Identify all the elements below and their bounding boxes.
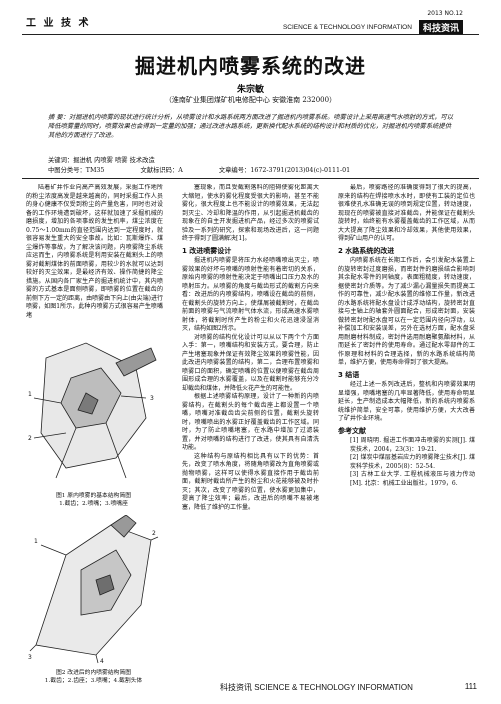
page-footer: 科技资讯 SCIENCE & TECHNOLOGY INFORMATION 11…	[0, 682, 501, 694]
reference-item: [2] 煤炭中煤层基岩应力的喷雾降尘技术[J]. 煤炭科学技术，2005(8)：…	[350, 454, 475, 470]
article-title: 掘进机内喷雾系统的改进	[135, 54, 366, 78]
paragraph: 经过上述一系列改进后，整机和内喷雾效果明显增强，喷嘴堵塞的几率显著降低，使用寿命…	[338, 381, 475, 422]
column-1: 陆着矿井作业向高产高效发展，采掘工作地所的粉尘浓度高发是越来越高的，同时采掘工作…	[26, 184, 163, 334]
reference-item: [1] 周晓明. 掘进工作面冲击喷雾的实测[J]. 煤炭技术，2004，23(3…	[350, 437, 475, 453]
svg-text:2: 2	[28, 435, 32, 442]
author: 朱宗敏	[236, 85, 264, 95]
figure-1: 1 2 3 图1 原内喷雾的基本结构简图 1.截齿；2.喷嘴；3.喷嘴座	[26, 338, 161, 508]
header-rule	[22, 34, 479, 35]
reference-list: [1] 周晓明. 掘进工作面冲击喷雾的实测[J]. 煤炭技术，2004，23(3…	[338, 437, 475, 488]
references-heading: 参考文献	[338, 426, 366, 435]
section-heading-2: 2 水路系统的改进	[338, 246, 395, 255]
keywords: 关键词：掘进机 内喷雾 喷雾 技术改造	[48, 157, 155, 164]
article-number: 文章编号：1672-3791(2013)04(c)-0111-01	[218, 167, 351, 174]
figure-2: 1 2 3 4 图2 改进后的内喷雾结构简图 1.截齿；2.齿座；3.喷嘴；4.截割头…	[26, 514, 161, 685]
journal-name-en: SCIENCE & TECHNOLOGY INFORMATION	[282, 24, 412, 31]
column-2: 塞现象，而且受截割落料的阻碍使雾化距离大大缩短，使水的雾化程度受很大的影响，甚至…	[182, 184, 319, 662]
classification-line: 中图分类号：TM35 文献标识码：A 文章编号：1672-3791(2013)0…	[48, 165, 384, 174]
svg-text:2: 2	[152, 530, 156, 537]
abstract-rule	[22, 178, 479, 179]
page-number: 111	[464, 682, 477, 691]
figure-2-diagram: 1 2 3 4	[28, 514, 159, 665]
section-heading-3: 3 结语	[338, 370, 360, 379]
paragraph: 最后，喷雾路径的准确度得到了很大的提高，原来的结构在焊接喷水水时，即使有工装的定…	[338, 184, 475, 242]
paragraph: 根据上述喷雾结构原理，设计了一种新的内喷雾结构，在截割头的每个截齿座上都设置一个…	[182, 393, 319, 451]
svg-text:1: 1	[34, 538, 38, 545]
paragraph: 塞现象，而且受截割落料的阻碍使雾化距离大大缩短，使水的雾化程度受很大的影响，甚至…	[182, 184, 319, 242]
paragraph: 掘进机内喷雾是将压力水经喷嘴喷出灭尘，喷雾效果的好坏与喷嘴的喷射性能有着密切的关…	[182, 257, 319, 332]
section-heading-1: 1 改进喷雾设计	[182, 246, 232, 255]
column-3: 最后，喷雾路径的准确度得到了很大的提高，原来的结构在焊接喷水水时，即使有工装的定…	[338, 184, 475, 662]
figure-1-diagram: 1 2 3	[28, 342, 157, 479]
reference-item: [3] 古林工业大学. 工程机械液压与液力传动[M]. 北京：机械工业出版社，1…	[350, 471, 475, 487]
svg-text:4: 4	[100, 658, 104, 665]
paragraph: 内喷雾系统在长期工作后，会引发配水装置上的旋转密封过度磨损，而密封件的磨损结合影…	[338, 257, 475, 366]
intro-paragraph: 陆着矿井作业向高产高效发展，采掘工作地所的粉尘浓度高发是越来越高的，同时采掘工作…	[26, 184, 163, 319]
affiliation: （淮南矿业集团煤矿机电修配中心 安徽淮南 232000）	[164, 96, 337, 104]
svg-text:3: 3	[28, 654, 32, 661]
figure-2-caption: 图2 改进后的内喷雾结构简图	[55, 670, 132, 676]
figure-2-legend: 1.截齿；2.齿座；3.喷嘴；4.截割头体	[44, 678, 143, 684]
abstract: 摘 要：对掘进机内喷雾的现状进行统计分析，从喷雾设计和水路系统两方面改进了掘进机…	[48, 114, 454, 139]
paragraph: 对喷雾的结构优化设计可以从以下两个个方面入手：第一，喷嘴结构和安装方式，要合理，…	[182, 333, 319, 392]
section-label: 工 业 技 术	[26, 18, 91, 29]
footer-journal: 科技资讯 SCIENCE & TECHNOLOGY INFORMATION	[220, 683, 413, 692]
journal-header: 2013 NO.12 SCIENCE & TECHNOLOGY INFORMAT…	[283, 10, 463, 36]
paragraph: 这种结构与原结构相比具有以下的优势：首先，改变了喷水角度，将随角喷雾改为直角喷雾…	[182, 452, 319, 511]
issue-number: 2013 NO.12	[427, 10, 463, 17]
figure-1-legend: 1.截齿；2.喷嘴；3.喷嘴座	[59, 501, 128, 507]
doc-code: 文献标识码：A	[140, 167, 183, 174]
figure-1-caption: 图1 原内喷雾的基本结构简图	[55, 493, 132, 499]
svg-text:1: 1	[28, 391, 32, 398]
svg-text:3: 3	[150, 395, 154, 402]
clc-number: 中图分类号：TM35	[48, 167, 105, 174]
journal-name-cn: 科技资讯	[418, 20, 463, 35]
